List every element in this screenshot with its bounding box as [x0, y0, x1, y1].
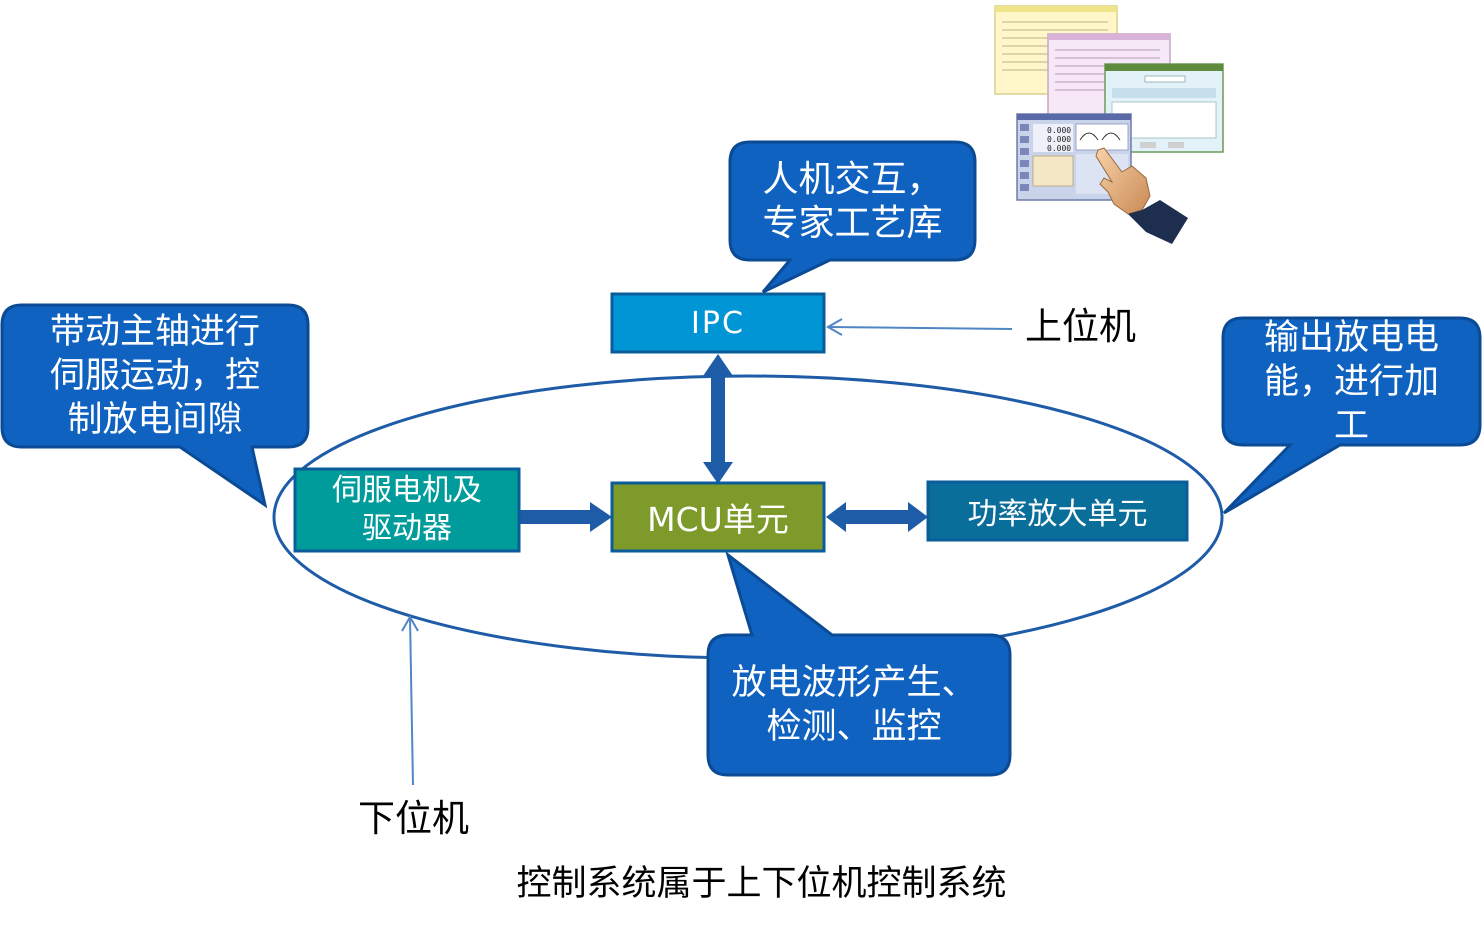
callout-output-text: 输出放电电 能，进行加 工: [1263, 318, 1439, 446]
mcu-box: [610, 481, 826, 553]
mcu-label: MCU单元: [647, 500, 789, 539]
callout-waveform: [706, 550, 1012, 777]
arrow-upper-to-ipc: [825, 318, 1013, 336]
servo-label: 伺服电机及 驱动器: [332, 473, 482, 546]
callout-spindle-text: 带动主轴进行 伺服运动，控 制放电间隙: [49, 312, 260, 440]
arrow-lower-to-ellipse: [401, 614, 419, 786]
arrow-servo-mcu: [520, 502, 612, 532]
diagram-caption: 控制系统属于上下位机控制系统: [516, 864, 1007, 904]
callout-spindle: [0, 303, 310, 509]
screen-readout-3: 0.000: [1047, 144, 1071, 153]
arrow-ipc-mcu: [703, 354, 733, 484]
screen-readout-1: 0.000: [1047, 126, 1071, 135]
ipc-box: [610, 292, 826, 354]
callout-hmi-text: 人机交互， 专家工艺库: [762, 159, 943, 244]
ipc-label: IPC: [691, 305, 745, 341]
screen-readout-2: 0.000: [1047, 135, 1071, 144]
servo-box: [293, 467, 521, 553]
touch-screen-illustration: 0.000 0.000 0.000: [994, 5, 1224, 244]
callout-output: [1221, 316, 1482, 515]
power-box: [926, 480, 1189, 542]
arrow-mcu-power: [826, 502, 928, 532]
callout-waveform-text: 放电波形产生、 检测、监控: [731, 663, 977, 747]
upper-machine-label: 上位机: [1025, 305, 1136, 348]
power-label: 功率放大单元: [967, 497, 1148, 532]
lower-machine-label: 下位机: [358, 797, 469, 840]
callout-hmi: [728, 140, 977, 294]
